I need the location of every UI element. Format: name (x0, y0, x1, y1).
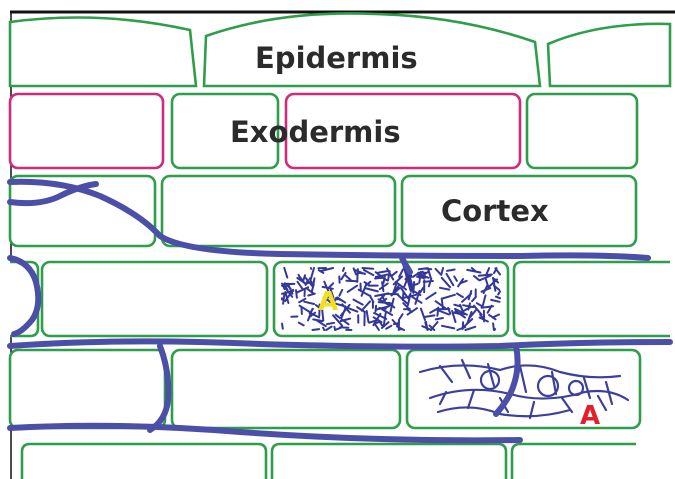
exodermis-cell (10, 94, 163, 168)
cortex-cell (172, 350, 400, 428)
epidermis-cell (548, 24, 670, 86)
cortex-cell (272, 444, 506, 479)
cortex-cell (22, 444, 266, 479)
exodermis-cell (527, 94, 637, 168)
vesicle-label: A (580, 401, 600, 431)
cortex-label: Cortex (441, 194, 549, 228)
epidermis-label: Epidermis (255, 41, 418, 75)
epidermis-cell (10, 18, 196, 87)
arbuscule-label: A (318, 287, 338, 317)
cortex-cell (512, 444, 636, 479)
cortex-cell (42, 262, 267, 336)
cortex-row-4 (22, 444, 636, 479)
cortex-cell (514, 262, 670, 336)
exodermis-label: Exodermis (230, 115, 401, 149)
cortex-cell (10, 350, 165, 428)
cortex-cell (162, 176, 395, 246)
hypha-strand (10, 341, 670, 346)
cortex-row-3 (10, 350, 640, 428)
